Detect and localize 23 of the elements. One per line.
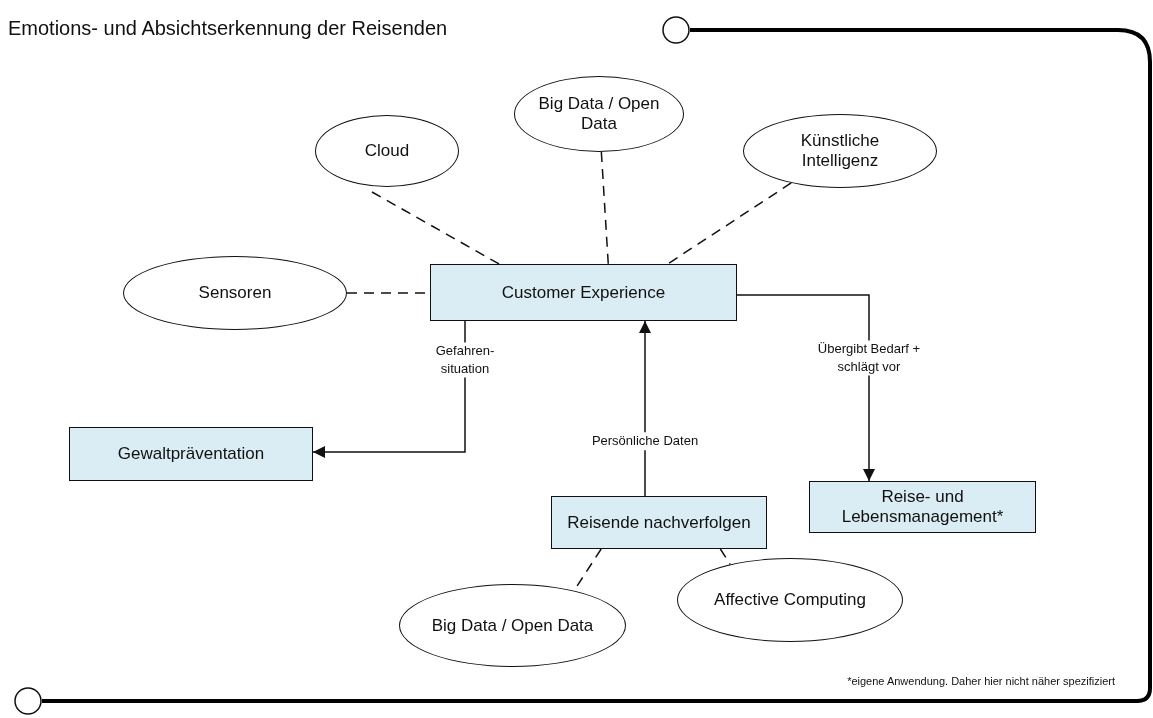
connector-line [719, 548, 731, 566]
arrow [639, 320, 651, 497]
node-label: Big Data / Open Data [537, 94, 661, 134]
connector-line [371, 191, 500, 265]
node-label: Künstliche Intelligenz [799, 131, 881, 171]
connector-line [666, 182, 792, 265]
node-label: Reisende nachverfolgen [567, 512, 751, 533]
node-label: Big Data / Open Data [431, 615, 594, 636]
node-label: Reise- und Lebensmanagement* [840, 487, 1005, 527]
diagram-title: Emotions- und Absichtserkennung der Reisenden [8, 17, 448, 40]
arrow [736, 294, 875, 482]
node-label: Cloud [364, 141, 410, 161]
process-box [551, 496, 767, 549]
node-label: Customer Experience [501, 282, 666, 303]
footnote: *eigene Anwendung. Daher hier nicht näher spezifiziert [847, 675, 1115, 687]
connector-line [600, 151, 609, 265]
process-box [430, 264, 737, 321]
process-box [809, 481, 1036, 533]
process-box [69, 427, 313, 481]
node-label: Sensoren [198, 283, 272, 303]
node-label: Gewaltpräventation [117, 444, 265, 464]
node-label: Affective Computing [714, 590, 866, 610]
edge-label: Persönliche Daten [591, 432, 699, 450]
